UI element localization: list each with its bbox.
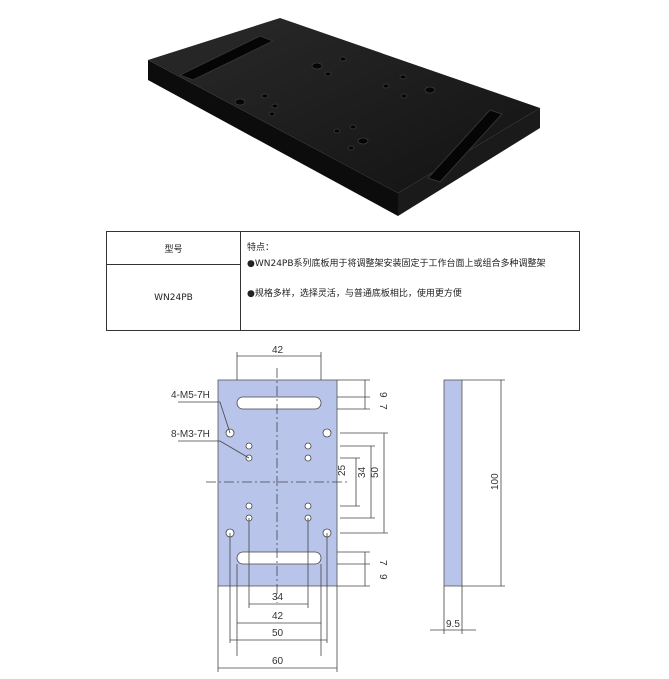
side-view-plate (443, 379, 463, 587)
bottom-slot (236, 551, 322, 565)
dim-right-25: 25 (337, 464, 348, 476)
dim-bottom-50: 50 (272, 628, 284, 639)
dim-bottom-42: 42 (272, 611, 284, 622)
model-cell: WN24PB (106, 264, 241, 331)
model-header: 型号 (164, 244, 183, 255)
dim-bottom-34: 34 (272, 592, 284, 603)
technical-drawing: 4-M5-7H 8-M3-7H 42 9 7 25 34 50 7 9 34 4… (171, 345, 505, 672)
dim-right-34: 34 (357, 466, 368, 478)
callout-m3-label: 8-M3-7H (171, 429, 210, 440)
dim-top-42: 42 (272, 345, 284, 356)
feature-item-1: ●WN24PB系列底板用于将调整架安装固定于工作台面上或组合多种调整架 (247, 259, 546, 269)
top-slot (236, 396, 322, 410)
spec-table: 型号 特点： ●WN24PB系列底板用于将调整架安装固定于工作台面上或组合多种调… (106, 231, 580, 331)
dim-right-9-top: 9 (377, 392, 388, 398)
features-cell: 特点： ●WN24PB系列底板用于将调整架安装固定于工作台面上或组合多种调整架 … (240, 231, 580, 331)
dim-right-7-bottom: 7 (377, 560, 388, 566)
base-plate (148, 18, 540, 216)
model-header-cell: 型号 (106, 231, 241, 265)
model-value: WN24PB (154, 292, 193, 303)
dim-right-50: 50 (370, 466, 381, 478)
callout-m5-label: 4-M5-7H (171, 390, 210, 401)
feature-item-2: ●规格多样，选择灵活，与普通底板相比，使用更方便 (247, 289, 462, 299)
dim-side-thickness: 9.5 (446, 619, 460, 630)
features-title: 特点： (247, 243, 275, 253)
dim-side-100: 100 (490, 473, 501, 490)
dim-right-9-bottom: 9 (377, 574, 388, 580)
dim-right-7-top: 7 (377, 404, 388, 410)
dim-bottom-60: 60 (272, 656, 284, 667)
product-photo (148, 18, 540, 216)
